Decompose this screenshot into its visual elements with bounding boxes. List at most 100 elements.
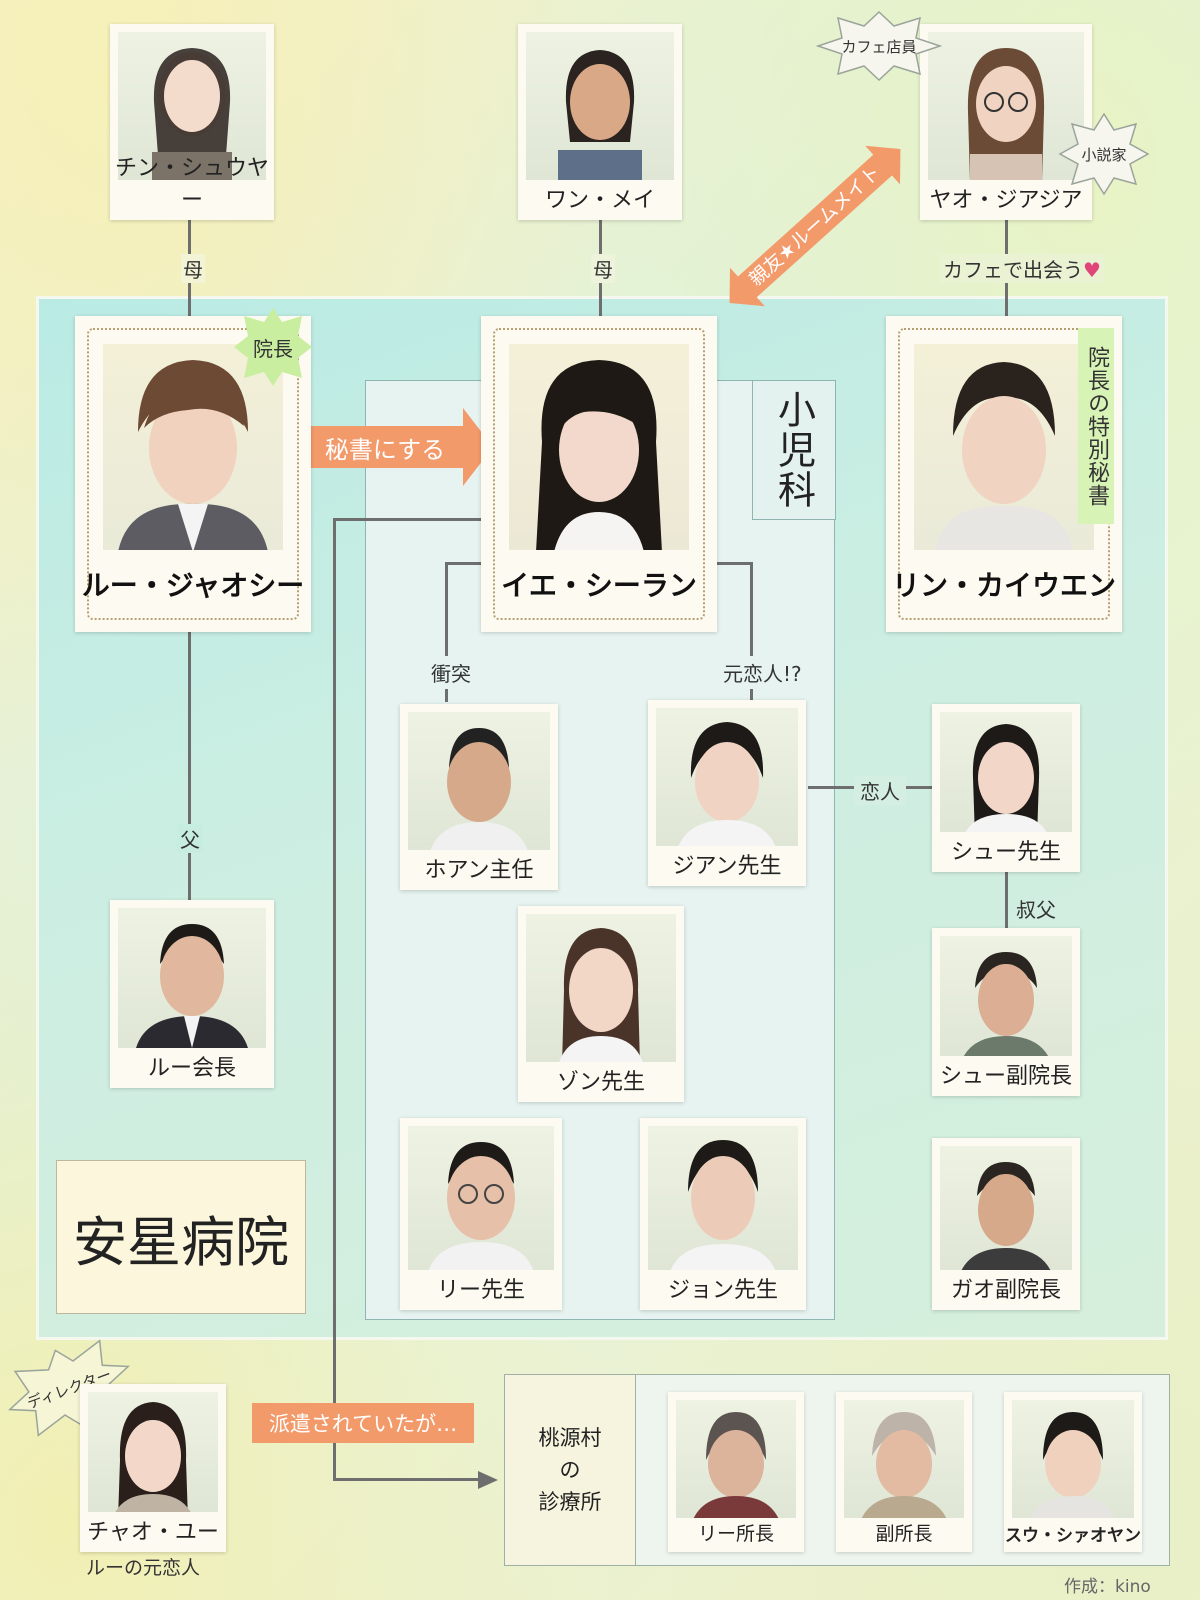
badge-director-text: 院長	[253, 336, 293, 361]
photo-yao	[928, 32, 1084, 180]
clinic-arrowhead-icon	[478, 1471, 498, 1489]
card-lu-chair[interactable]: ルー会長	[110, 900, 274, 1088]
name-zon: ゾン先生	[556, 1070, 645, 1095]
photo-su	[1012, 1400, 1134, 1518]
person-avatar-icon	[536, 360, 662, 550]
photo-li	[408, 1126, 554, 1270]
name-huang: ホアン主任	[424, 858, 534, 883]
label-uncle: 叔父	[1016, 898, 1056, 922]
person-avatar-icon	[118, 360, 268, 550]
photo-ye	[509, 344, 689, 550]
person-avatar-icon	[963, 952, 1049, 1056]
pediatrics-label: 小児科	[752, 380, 836, 520]
photo-li-head	[676, 1400, 796, 1518]
line-shu-uncle	[1005, 868, 1008, 928]
dispatched-label: 派遣されていたが…	[268, 1412, 458, 1436]
card-wan[interactable]: ワン・メイ	[518, 24, 682, 220]
secretary-arrow: 秘書にする	[305, 426, 465, 468]
roommate-arrow: 親友★ルームメイト	[712, 130, 918, 323]
photo-gao	[940, 1146, 1072, 1270]
card-gao[interactable]: ガオ副院長	[932, 1138, 1080, 1310]
label-lover: 恋人	[854, 776, 906, 805]
hospital-name: 安星病院	[73, 1210, 289, 1274]
card-yao[interactable]: ヤオ・ジアジア	[920, 24, 1092, 220]
card-shu[interactable]: シュー先生	[932, 704, 1080, 872]
card-ye[interactable]: イエ・シーラン	[481, 316, 717, 632]
card-jon[interactable]: ジョン先生	[640, 1118, 806, 1310]
card-zon[interactable]: ゾン先生	[518, 906, 684, 1102]
badge-cafe-staff-text: カフェ店員	[841, 37, 917, 56]
card-huang[interactable]: ホアン主任	[400, 704, 558, 890]
card-shu-vice[interactable]: シュー副院長	[932, 928, 1080, 1096]
card-jian[interactable]: ジアン先生	[648, 700, 806, 886]
special-secretary-text: 院長の特別秘書	[1084, 345, 1109, 507]
person-avatar-icon	[136, 924, 248, 1048]
cafe-meet-text: カフェで出会う	[943, 258, 1083, 282]
person-avatar-icon	[115, 1402, 191, 1512]
label-mother-chin: 母	[181, 254, 205, 283]
photo-zon	[526, 914, 676, 1062]
name-wan: ワン・メイ	[544, 188, 655, 213]
photo-chao	[88, 1392, 218, 1512]
line-ye-clinic-h	[333, 518, 481, 521]
heart-icon: ♥	[1083, 258, 1101, 282]
name-li-head: リー所長	[697, 1523, 774, 1545]
label-conflict: 衝突	[428, 656, 474, 689]
badge-star-icon	[816, 10, 942, 82]
name-chao: チャオ・ユー	[87, 1520, 219, 1545]
photo-jon	[648, 1126, 798, 1270]
card-li-head[interactable]: リー所長	[668, 1392, 804, 1552]
name-jon: ジョン先生	[667, 1278, 778, 1303]
line-clinic-arrow	[333, 1478, 483, 1481]
person-avatar-icon	[965, 724, 1047, 832]
person-avatar-icon	[693, 1412, 779, 1518]
label-ex-of-lu: ルーの元恋人	[86, 1557, 201, 1579]
badge-cafe-staff: カフェ店員	[816, 10, 942, 82]
clinic-label-box: 桃源村 の 診療所	[504, 1374, 636, 1566]
name-lu: ルー・ジャオシー	[81, 569, 305, 602]
card-su[interactable]: スウ・シァオヤン	[1004, 1392, 1142, 1552]
card-li[interactable]: リー先生	[400, 1118, 562, 1310]
special-secretary-tag: 院長の特別秘書	[1078, 328, 1114, 524]
name-li: リー先生	[436, 1278, 525, 1303]
person-avatar-icon	[559, 928, 643, 1062]
person-avatar-icon	[861, 1412, 947, 1518]
photo-wan	[526, 32, 674, 180]
name-shu-vice: シュー副院長	[939, 1064, 1072, 1089]
name-gao: ガオ副院長	[950, 1278, 1061, 1303]
ornate-frame	[87, 328, 299, 620]
photo-vice-head	[844, 1400, 964, 1518]
card-chin[interactable]: チン・シュウヤー	[110, 24, 274, 220]
person-avatar-icon	[428, 1142, 534, 1270]
ornate-frame	[493, 328, 705, 620]
name-shu: シュー先生	[950, 840, 1061, 865]
photo-shu-vice	[940, 936, 1072, 1056]
card-chao[interactable]: チャオ・ユー	[80, 1384, 226, 1552]
photo-lin	[914, 344, 1094, 550]
photo-jian	[656, 708, 798, 846]
person-avatar-icon	[430, 728, 528, 850]
line-lu-father	[188, 632, 191, 900]
credit: 作成：kino	[1064, 1577, 1151, 1597]
line-ye-huang-v	[445, 562, 448, 702]
name-yao: ヤオ・ジアジア	[929, 188, 1083, 213]
dispatched-box: 派遣されていたが…	[252, 1403, 474, 1443]
secretary-label: 秘書にする	[324, 435, 446, 464]
card-vice-head[interactable]: 副所長	[836, 1392, 972, 1552]
label-father: 父	[177, 824, 203, 853]
card-lu[interactable]: ルー・ジャオシー	[75, 316, 311, 632]
hospital-name-box: 安星病院	[56, 1160, 306, 1314]
person-avatar-icon	[558, 50, 642, 180]
name-jian: ジアン先生	[672, 854, 782, 879]
photo-huang	[408, 712, 550, 850]
label-ex: 元恋人!?	[720, 656, 805, 689]
person-avatar-icon	[678, 722, 776, 846]
person-avatar-icon	[670, 1140, 776, 1270]
name-chin: チン・シュウヤー	[114, 156, 269, 213]
person-avatar-icon	[961, 1162, 1051, 1270]
line-ye-jian-v	[750, 562, 753, 700]
badge-novelist: 小説家	[1058, 112, 1150, 196]
name-ye: イエ・シーラン	[501, 569, 697, 602]
photo-chin	[118, 32, 266, 180]
secretary-arrowhead-icon	[463, 408, 493, 486]
